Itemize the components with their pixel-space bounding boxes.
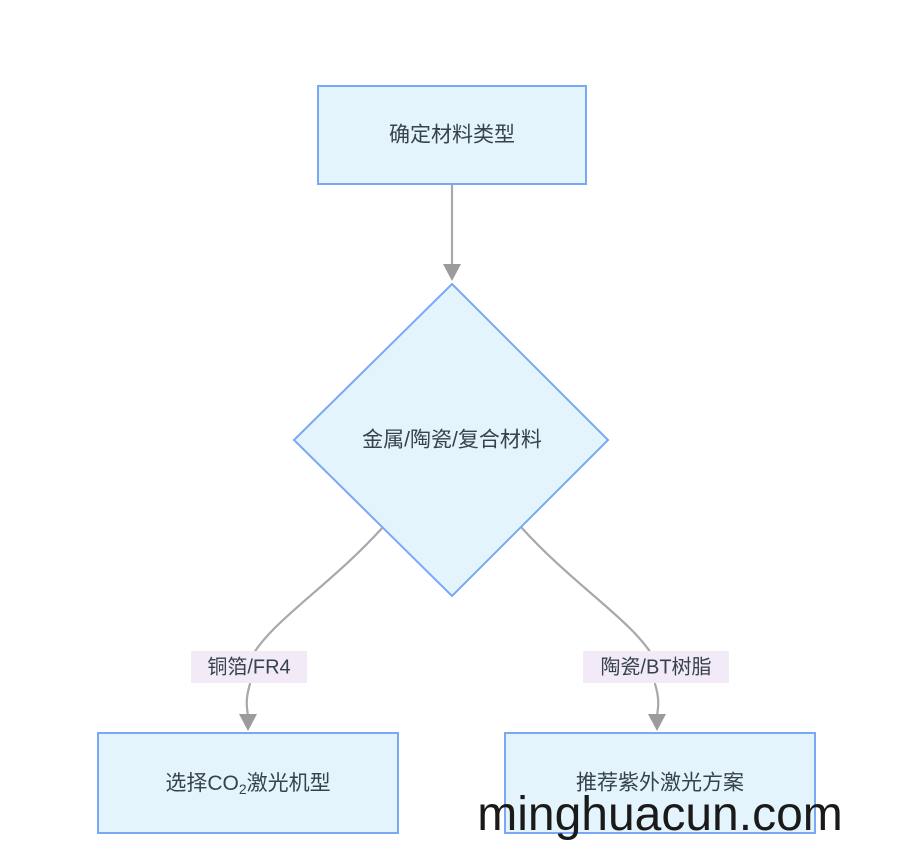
edge-line-decision-to-uv-tail [653, 682, 660, 718]
node-co2-label-subscript: 2 [239, 781, 247, 797]
edge-line-decision-to-co2 [248, 525, 385, 662]
node-uv-shape[interactable] [504, 732, 816, 834]
arrowhead-icon [443, 264, 461, 281]
edge-label-ceramic-bt-text: 陶瓷/BT树脂 [600, 655, 711, 678]
node-uv[interactable]: 推荐紫外激光方案 [504, 732, 816, 834]
node-decision[interactable]: 金属/陶瓷/复合材料 [292, 282, 610, 598]
edge-label-copper-fr4-text: 铜箔/FR4 [207, 655, 290, 678]
edge-label-ceramic-bt-background [583, 651, 729, 683]
node-co2[interactable]: 选择CO2激光机型 [97, 732, 399, 834]
node-decision-shape[interactable] [292, 282, 610, 598]
watermark: minghuacun.com [477, 788, 843, 841]
edge-start-to-decision [443, 183, 461, 281]
arrowhead-icon [239, 714, 257, 731]
edge-decision-to-co2 [239, 525, 385, 731]
edge-line-decision-to-uv [519, 525, 657, 662]
node-co2-label-suffix: 激光机型 [247, 772, 331, 795]
edge-label-copper-fr4-background [191, 651, 307, 683]
node-co2-shape[interactable] [97, 732, 399, 834]
edge-label-copper-fr4: 铜箔/FR4 [191, 651, 307, 683]
node-co2-label-prefix: 选择CO [165, 772, 239, 795]
node-uv-label: 推荐紫外激光方案 [576, 772, 744, 795]
node-decision-label: 金属/陶瓷/复合材料 [362, 429, 542, 452]
node-co2-label: 选择CO2激光机型 [165, 772, 330, 797]
edge-label-ceramic-bt: 陶瓷/BT树脂 [583, 651, 729, 683]
node-start[interactable]: 确定材料类型 [317, 85, 587, 185]
node-start-shape[interactable] [317, 85, 587, 185]
edge-line-decision-to-co2-tail [245, 682, 252, 718]
arrowhead-icon [648, 714, 666, 731]
node-start-label: 确定材料类型 [389, 124, 515, 147]
edge-decision-to-uv [519, 525, 666, 731]
